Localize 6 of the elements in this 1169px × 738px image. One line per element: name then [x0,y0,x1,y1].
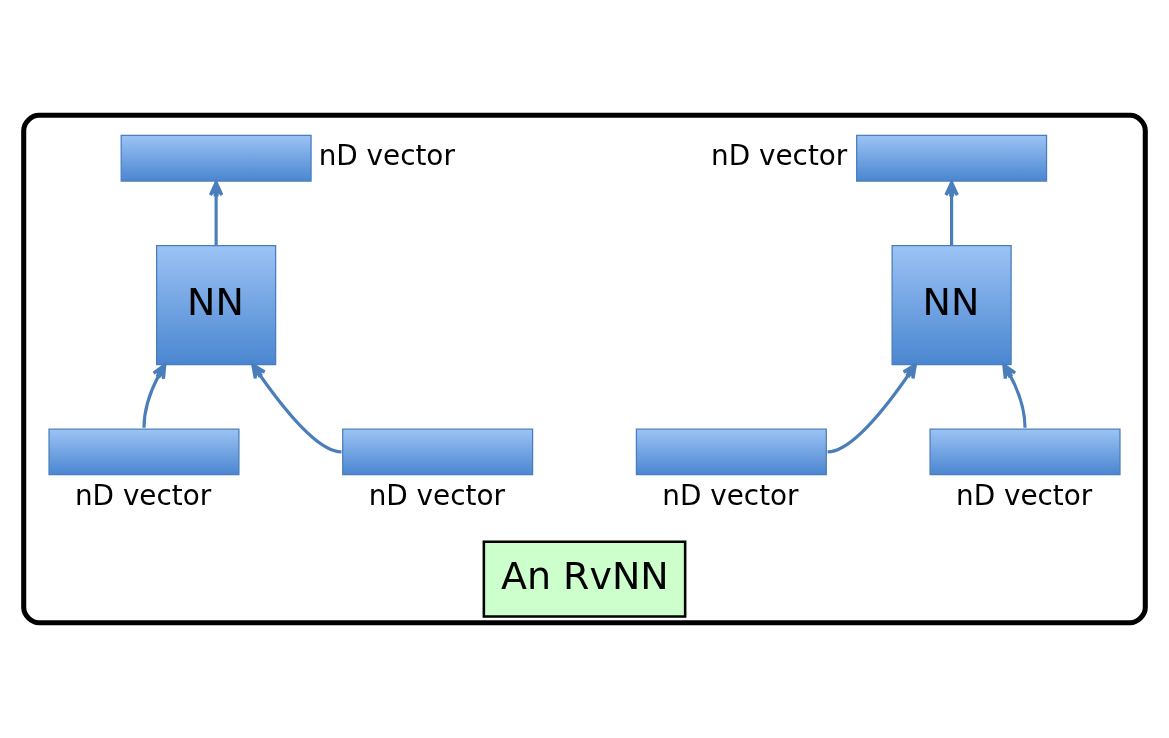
node-label: nD vector [956,478,1093,512]
node-label: nD vector [662,478,799,512]
node-label: nD vector [711,139,848,173]
node-label: nD vector [74,478,212,512]
node-label: nD vector [318,139,455,173]
node-label: nD vector [368,478,505,512]
